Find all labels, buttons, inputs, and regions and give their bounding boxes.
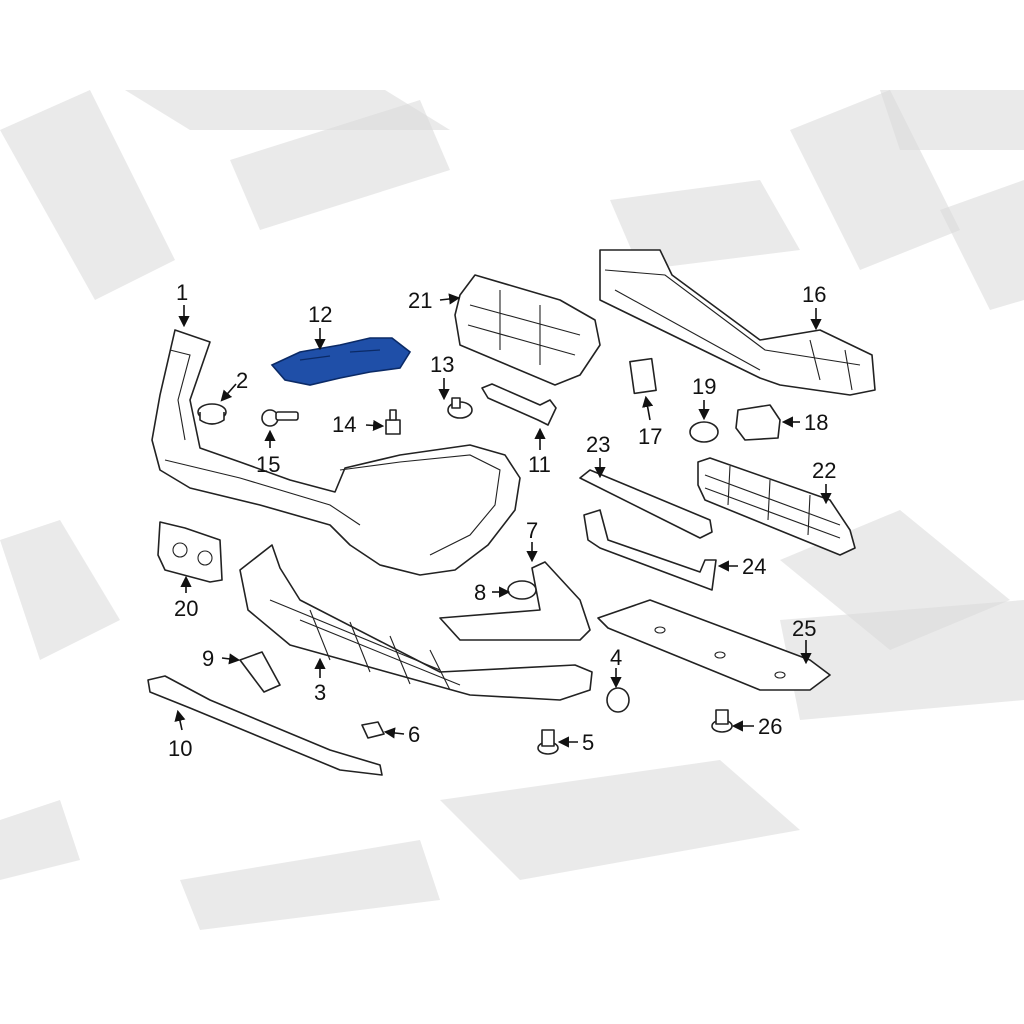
part-21-upper-absorber bbox=[454, 274, 601, 386]
callout-23: 23 bbox=[586, 432, 610, 457]
part-6-clip bbox=[361, 721, 385, 739]
callout-25: 25 bbox=[792, 616, 816, 641]
callout-7: 7 bbox=[526, 518, 538, 543]
part-20-license-bracket bbox=[157, 521, 223, 583]
callout-15: 15 bbox=[256, 452, 280, 477]
part-7-fog-trim bbox=[439, 561, 591, 641]
part-17-bracket bbox=[629, 357, 657, 395]
callout-17: 17 bbox=[638, 424, 662, 449]
callout-10: 10 bbox=[168, 736, 192, 761]
part-5-bolt bbox=[537, 729, 559, 755]
part-11-side-bracket bbox=[481, 383, 557, 426]
callout-21: 21 bbox=[408, 288, 432, 313]
part-9-bezel bbox=[239, 651, 281, 693]
part-24-lower-bracket bbox=[583, 509, 717, 591]
callout-26: 26 bbox=[758, 714, 782, 739]
part-19-grommet bbox=[689, 421, 719, 443]
part-3-lower-bumper bbox=[239, 544, 593, 701]
part-14-clip bbox=[385, 409, 401, 435]
callout-16: 16 bbox=[802, 282, 826, 307]
part-4-grommet bbox=[606, 687, 630, 713]
part-18-sensor bbox=[735, 404, 781, 441]
callout-12: 12 bbox=[308, 302, 332, 327]
callout-6: 6 bbox=[408, 722, 420, 747]
callout-22: 22 bbox=[812, 458, 836, 483]
callout-4: 4 bbox=[610, 645, 622, 670]
part-15-bolt bbox=[261, 409, 299, 427]
callout-9: 9 bbox=[202, 646, 214, 671]
callout-24: 24 bbox=[742, 554, 766, 579]
part-10-lower-strip bbox=[147, 675, 383, 776]
part-26-clip bbox=[711, 709, 733, 733]
part-16-reinforcement bbox=[599, 249, 876, 396]
callout-20: 20 bbox=[174, 596, 198, 621]
part-13-screw bbox=[447, 397, 473, 419]
callout-13: 13 bbox=[430, 352, 454, 377]
callouts: 1 2 3 4 5 6 7 8 9 10 11 12 13 14 15 16 1… bbox=[168, 280, 836, 761]
part-12-bracket-highlighted bbox=[270, 337, 412, 386]
part-23-bar bbox=[579, 469, 713, 539]
part-1-bumper-cover bbox=[151, 329, 521, 576]
callout-2: 2 bbox=[236, 368, 248, 393]
callout-14: 14 bbox=[332, 412, 356, 437]
callout-18: 18 bbox=[804, 410, 828, 435]
callout-5: 5 bbox=[582, 730, 594, 755]
callout-11: 11 bbox=[528, 452, 551, 477]
part-8-cap bbox=[507, 580, 537, 600]
part-25-undercover bbox=[597, 599, 831, 691]
callout-1: 1 bbox=[176, 280, 188, 305]
callout-3: 3 bbox=[314, 680, 326, 705]
callout-8: 8 bbox=[474, 580, 486, 605]
callout-19: 19 bbox=[692, 374, 716, 399]
part-22-shutter bbox=[697, 457, 856, 556]
leader-lines bbox=[174, 293, 832, 748]
part-2-clip bbox=[197, 403, 227, 425]
